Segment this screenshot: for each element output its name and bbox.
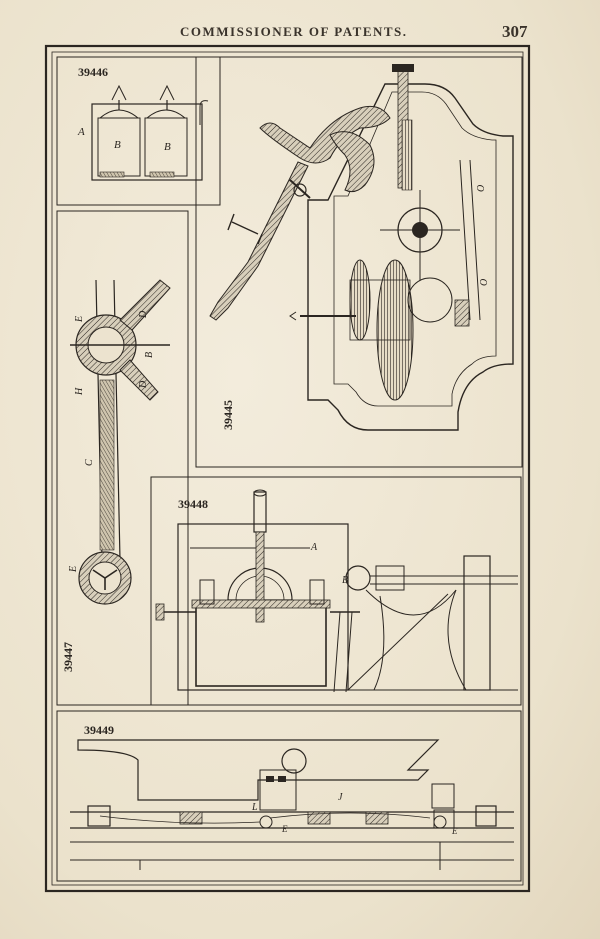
label-a: A <box>77 126 85 138</box>
figure-number-39449: 39449 <box>84 723 114 737</box>
running-head: COMMISSIONER OF PATENTS. <box>180 24 408 39</box>
label-c: C <box>84 459 95 466</box>
figure-number-39448: 39448 <box>178 497 208 511</box>
label-e-left: E <box>281 824 288 834</box>
label-o-lower: O <box>479 279 490 286</box>
label-l: L <box>251 802 258 813</box>
label-b: B <box>342 575 348 586</box>
label-e-upper: E <box>74 316 85 323</box>
label-e-lower: E <box>68 566 79 573</box>
label-b-left: B <box>114 139 121 151</box>
label-d-upper: D <box>138 310 149 319</box>
figure-number-39447: 39447 <box>61 642 75 672</box>
label-b: B <box>144 352 155 358</box>
figure-39449: 39449 L J E E <box>56 710 522 882</box>
label-b-right: B <box>164 141 171 153</box>
figure-39445: 39445 <box>195 56 523 468</box>
label-o-upper: O <box>476 185 487 192</box>
label-d-lower: D <box>138 380 149 389</box>
page-number: 307 <box>502 22 528 41</box>
plate-outer-border <box>44 44 531 893</box>
label-e-right: E <box>451 826 458 836</box>
label-j: J <box>338 792 343 803</box>
figure-39447: 39447 E D B D H C E <box>56 210 189 706</box>
figure-39446: 39446 A B B <box>56 56 221 206</box>
figure-number-39446: 39446 <box>78 65 108 79</box>
figure-number-39445: 39445 <box>221 400 235 430</box>
label-a: A <box>310 542 318 553</box>
figure-39448: 39448 <box>150 476 522 706</box>
plate-inner-border <box>51 51 524 886</box>
label-h: H <box>74 387 85 396</box>
